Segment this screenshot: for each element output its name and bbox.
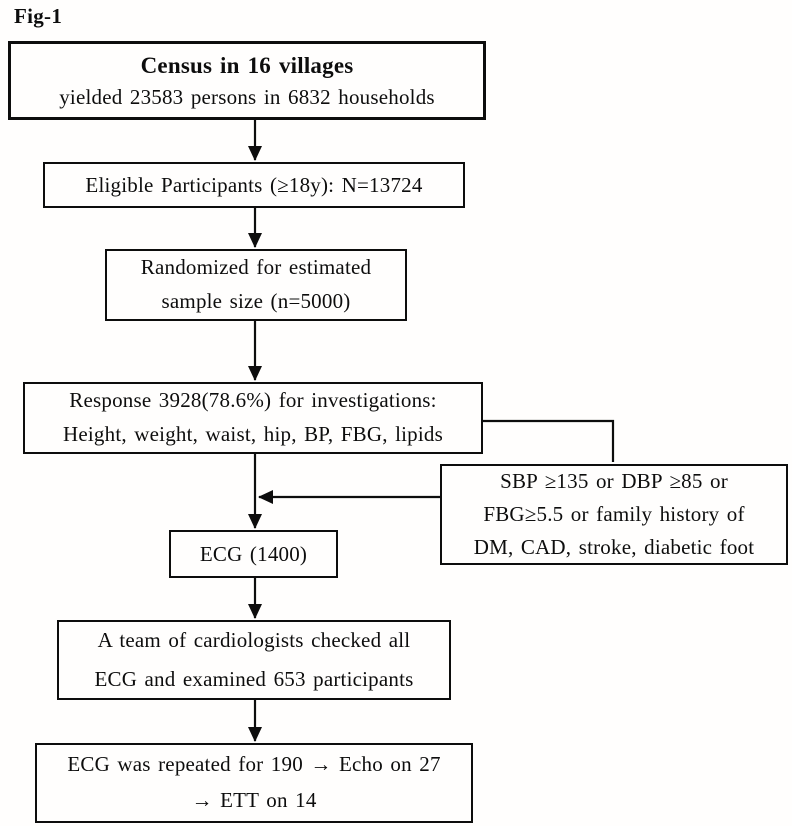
node-criteria-line2: FBG≥5.5 or family history of (483, 502, 745, 527)
connector-response-to-criteria (483, 419, 615, 462)
node-census: Census in 16 villages yielded 23583 pers… (8, 41, 486, 120)
node-cardiologists: A team of cardiologists checked all ECG … (57, 620, 451, 700)
node-randomized-line1: Randomized for estimated (140, 255, 372, 280)
node-cardiologists-line1: A team of cardiologists checked all (97, 628, 411, 653)
node-ecg: ECG (1400) (169, 530, 338, 578)
node-census-title: Census in 16 villages (140, 52, 354, 78)
node-response-line1: Response 3928(78.6%) for investigations: (69, 388, 437, 413)
node-eligible-participants: Eligible Participants (≥18y): N=13724 (43, 162, 465, 208)
node-criteria-line1: SBP ≥135 or DBP ≥85 or (500, 469, 728, 494)
node-response: Response 3928(78.6%) for investigations:… (23, 382, 483, 454)
figure-label: Fig-1 (14, 4, 63, 28)
node-cardiologists-line2: ECG and examined 653 participants (94, 667, 414, 691)
node-ecg-repeat-line1: ECG was repeated for 190 → Echo on 27 (67, 752, 441, 777)
node-ecg-repeat: ECG was repeated for 190 → Echo on 27 → … (35, 743, 473, 823)
node-criteria-line3: DM, CAD, stroke, diabetic foot (473, 534, 755, 559)
node-ecg-text: ECG (1400) (199, 541, 308, 566)
node-census-subtitle: yielded 23583 persons in 6832 households (59, 84, 435, 109)
node-randomized-line2: sample size (n=5000) (161, 289, 351, 313)
node-randomized: Randomized for estimated sample size (n=… (105, 249, 407, 321)
node-response-line2: Height, weight, waist, hip, BP, FBG, lip… (63, 422, 443, 446)
node-eligible-text: Eligible Participants (≥18y): N=13724 (85, 172, 423, 197)
node-ecg-repeat-line2: → ETT on 14 (191, 788, 317, 812)
node-criteria: SBP ≥135 or DBP ≥85 or FBG≥5.5 or family… (440, 464, 788, 565)
